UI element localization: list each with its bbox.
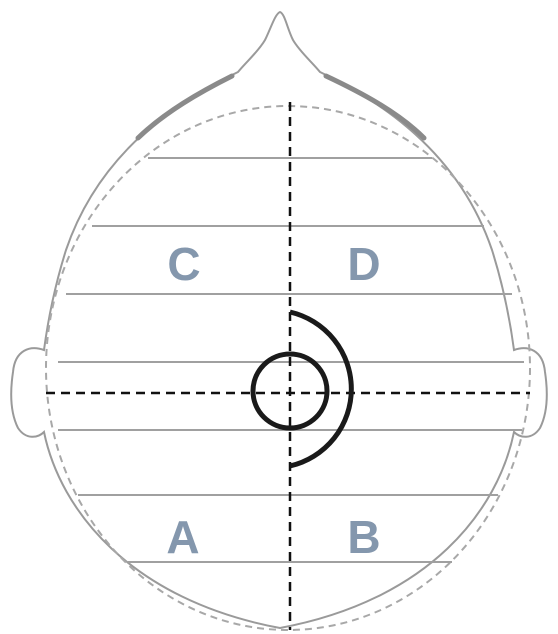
head-outline	[11, 12, 547, 628]
quadrant-label-b: B	[347, 511, 380, 563]
nose-shading-left	[138, 76, 232, 138]
quadrant-label-d: D	[347, 238, 380, 290]
target-half-ring	[290, 312, 351, 466]
quadrant-label-c: C	[167, 238, 200, 290]
quadrant-label-a: A	[166, 511, 199, 563]
inner-dashed-boundary	[46, 106, 530, 630]
